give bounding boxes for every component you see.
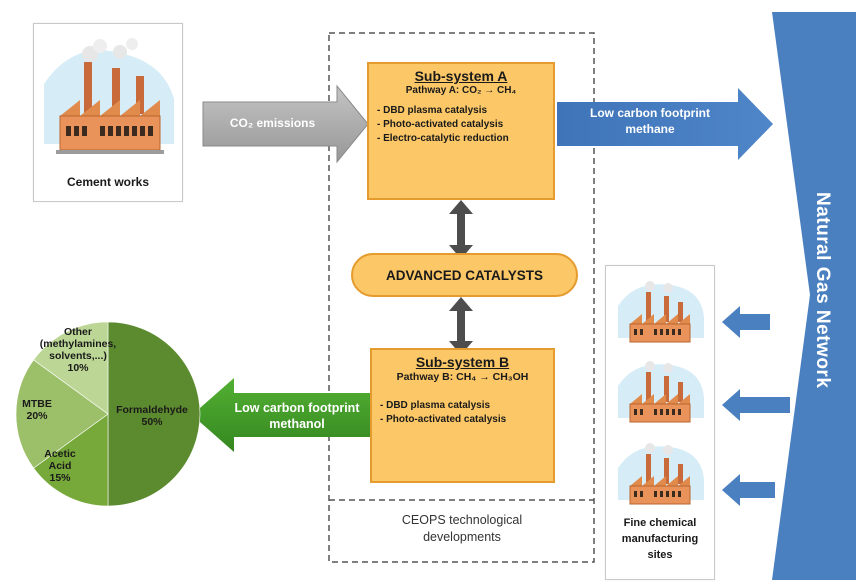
natural-gas-network-label: Natural Gas Network bbox=[812, 191, 833, 389]
pie-label-acetic-pct: 15% bbox=[49, 472, 71, 484]
subsystem-b-method: DBD plasma catalysis bbox=[380, 399, 545, 413]
methane-arrow-shape bbox=[557, 88, 773, 160]
cement-works-label: Cement works bbox=[66, 175, 150, 189]
site-arrow-2 bbox=[722, 389, 790, 421]
fine-chemical-line1: Fine chemical bbox=[623, 517, 697, 529]
factory-icon bbox=[618, 443, 704, 505]
co2-arrow-shape bbox=[202, 84, 369, 164]
subsystem-a-pathway: Pathway A: CO₂ → CH₄ bbox=[405, 85, 517, 96]
subsystem-a-title: Sub-system A bbox=[414, 68, 508, 84]
pie-slice-acetic bbox=[33, 413, 109, 507]
subsystem-a-method: Photo-activated catalysis bbox=[377, 118, 545, 132]
factory-icon bbox=[618, 281, 704, 343]
cement-works-card: Cement works bbox=[33, 23, 183, 202]
pie-label-formaldehyde: Formaldehyde 50% bbox=[102, 404, 202, 428]
pie-label-formaldehyde-name: Formaldehyde bbox=[116, 404, 188, 416]
gas-network-arrow-shape bbox=[772, 12, 856, 580]
methanol-arrow-line2: methanol bbox=[269, 417, 325, 431]
subsystem-b-pathway: Pathway B: CH₄ → CH₃OH bbox=[396, 371, 529, 383]
factory-icons bbox=[618, 281, 704, 505]
methane-arrow-line2: methane bbox=[625, 122, 675, 136]
pie-slice-mtbe bbox=[15, 359, 109, 469]
methanol-arrow-line1: Low carbon footprint bbox=[234, 401, 360, 415]
subsystem-b-box: Sub-system B Pathway B: CH₄ → CH₃OH DBD … bbox=[370, 348, 555, 483]
pie-label-mtbe: MTBE 20% bbox=[12, 398, 62, 422]
pie-label-other: Other (methylamines, solvents,...) 10% bbox=[18, 326, 138, 374]
pie-label-other-pct: 10% bbox=[67, 362, 89, 374]
advanced-catalysts-box: ADVANCED CATALYSTS bbox=[351, 253, 578, 297]
subsystem-b-methods: DBD plasma catalysis Photo-activated cat… bbox=[380, 399, 545, 427]
fine-chemical-sites-card: Fine chemical manufacturing sites bbox=[605, 265, 715, 580]
methane-arrow-line1: Low carbon footprint bbox=[590, 106, 710, 120]
fine-chemical-label: Fine chemical manufacturing sites bbox=[606, 515, 714, 563]
pie-slice-formaldehyde bbox=[107, 321, 201, 507]
pie-label-other-line2: (methylamines, bbox=[39, 338, 117, 350]
double-arrow-catalysts-b bbox=[449, 297, 473, 355]
pie-label-other-line3: solvents,...) bbox=[49, 350, 107, 362]
ceops-label-line1: CEOPS technological bbox=[401, 513, 523, 527]
site-arrow-1 bbox=[722, 306, 770, 338]
pie-label-mtbe-pct: 20% bbox=[26, 410, 48, 422]
co2-emissions-label: CO₂ emissions bbox=[229, 116, 316, 130]
methane-arrow-label: Low carbon footprint methane bbox=[565, 105, 735, 137]
fine-chemical-line2: manufacturing bbox=[621, 533, 699, 545]
site-arrow-3 bbox=[722, 474, 775, 506]
ceops-dashed-frame bbox=[328, 32, 595, 563]
subsystem-a-box: Sub-system A Pathway A: CO₂ → CH₄ DBD pl… bbox=[367, 62, 555, 200]
subsystem-b-method: Photo-activated catalysis bbox=[380, 413, 545, 427]
methanol-uses-pie bbox=[15, 321, 201, 507]
double-arrow-a-catalysts bbox=[449, 200, 473, 259]
ceops-label-line2: developments bbox=[423, 530, 501, 544]
methanol-arrow-label: Low carbon footprint methanol bbox=[222, 400, 372, 432]
fine-chemical-line3: sites bbox=[647, 549, 673, 561]
subsystem-a-method: DBD plasma catalysis bbox=[377, 104, 545, 118]
pie-label-acetic-line1: Acetic bbox=[44, 448, 76, 460]
pie-label-acetic-line2: Acid bbox=[48, 460, 72, 472]
pie-label-acetic: Acetic Acid 15% bbox=[30, 448, 90, 484]
subsystem-b-title: Sub-system B bbox=[415, 354, 510, 370]
subsystem-a-methods: DBD plasma catalysis Photo-activated cat… bbox=[377, 104, 545, 146]
factory-icon bbox=[34, 24, 182, 164]
subsystem-a-method: Electro-catalytic reduction bbox=[377, 132, 545, 146]
pie-label-formaldehyde-pct: 50% bbox=[141, 416, 163, 428]
ceops-label: CEOPS technological developments bbox=[340, 512, 584, 546]
methanol-arrow-shape bbox=[192, 378, 372, 452]
pie-label-mtbe-name: MTBE bbox=[22, 398, 52, 410]
pie-label-other-line1: Other bbox=[63, 326, 92, 338]
factory-icon bbox=[618, 361, 704, 423]
pie-slice-other bbox=[33, 321, 109, 415]
